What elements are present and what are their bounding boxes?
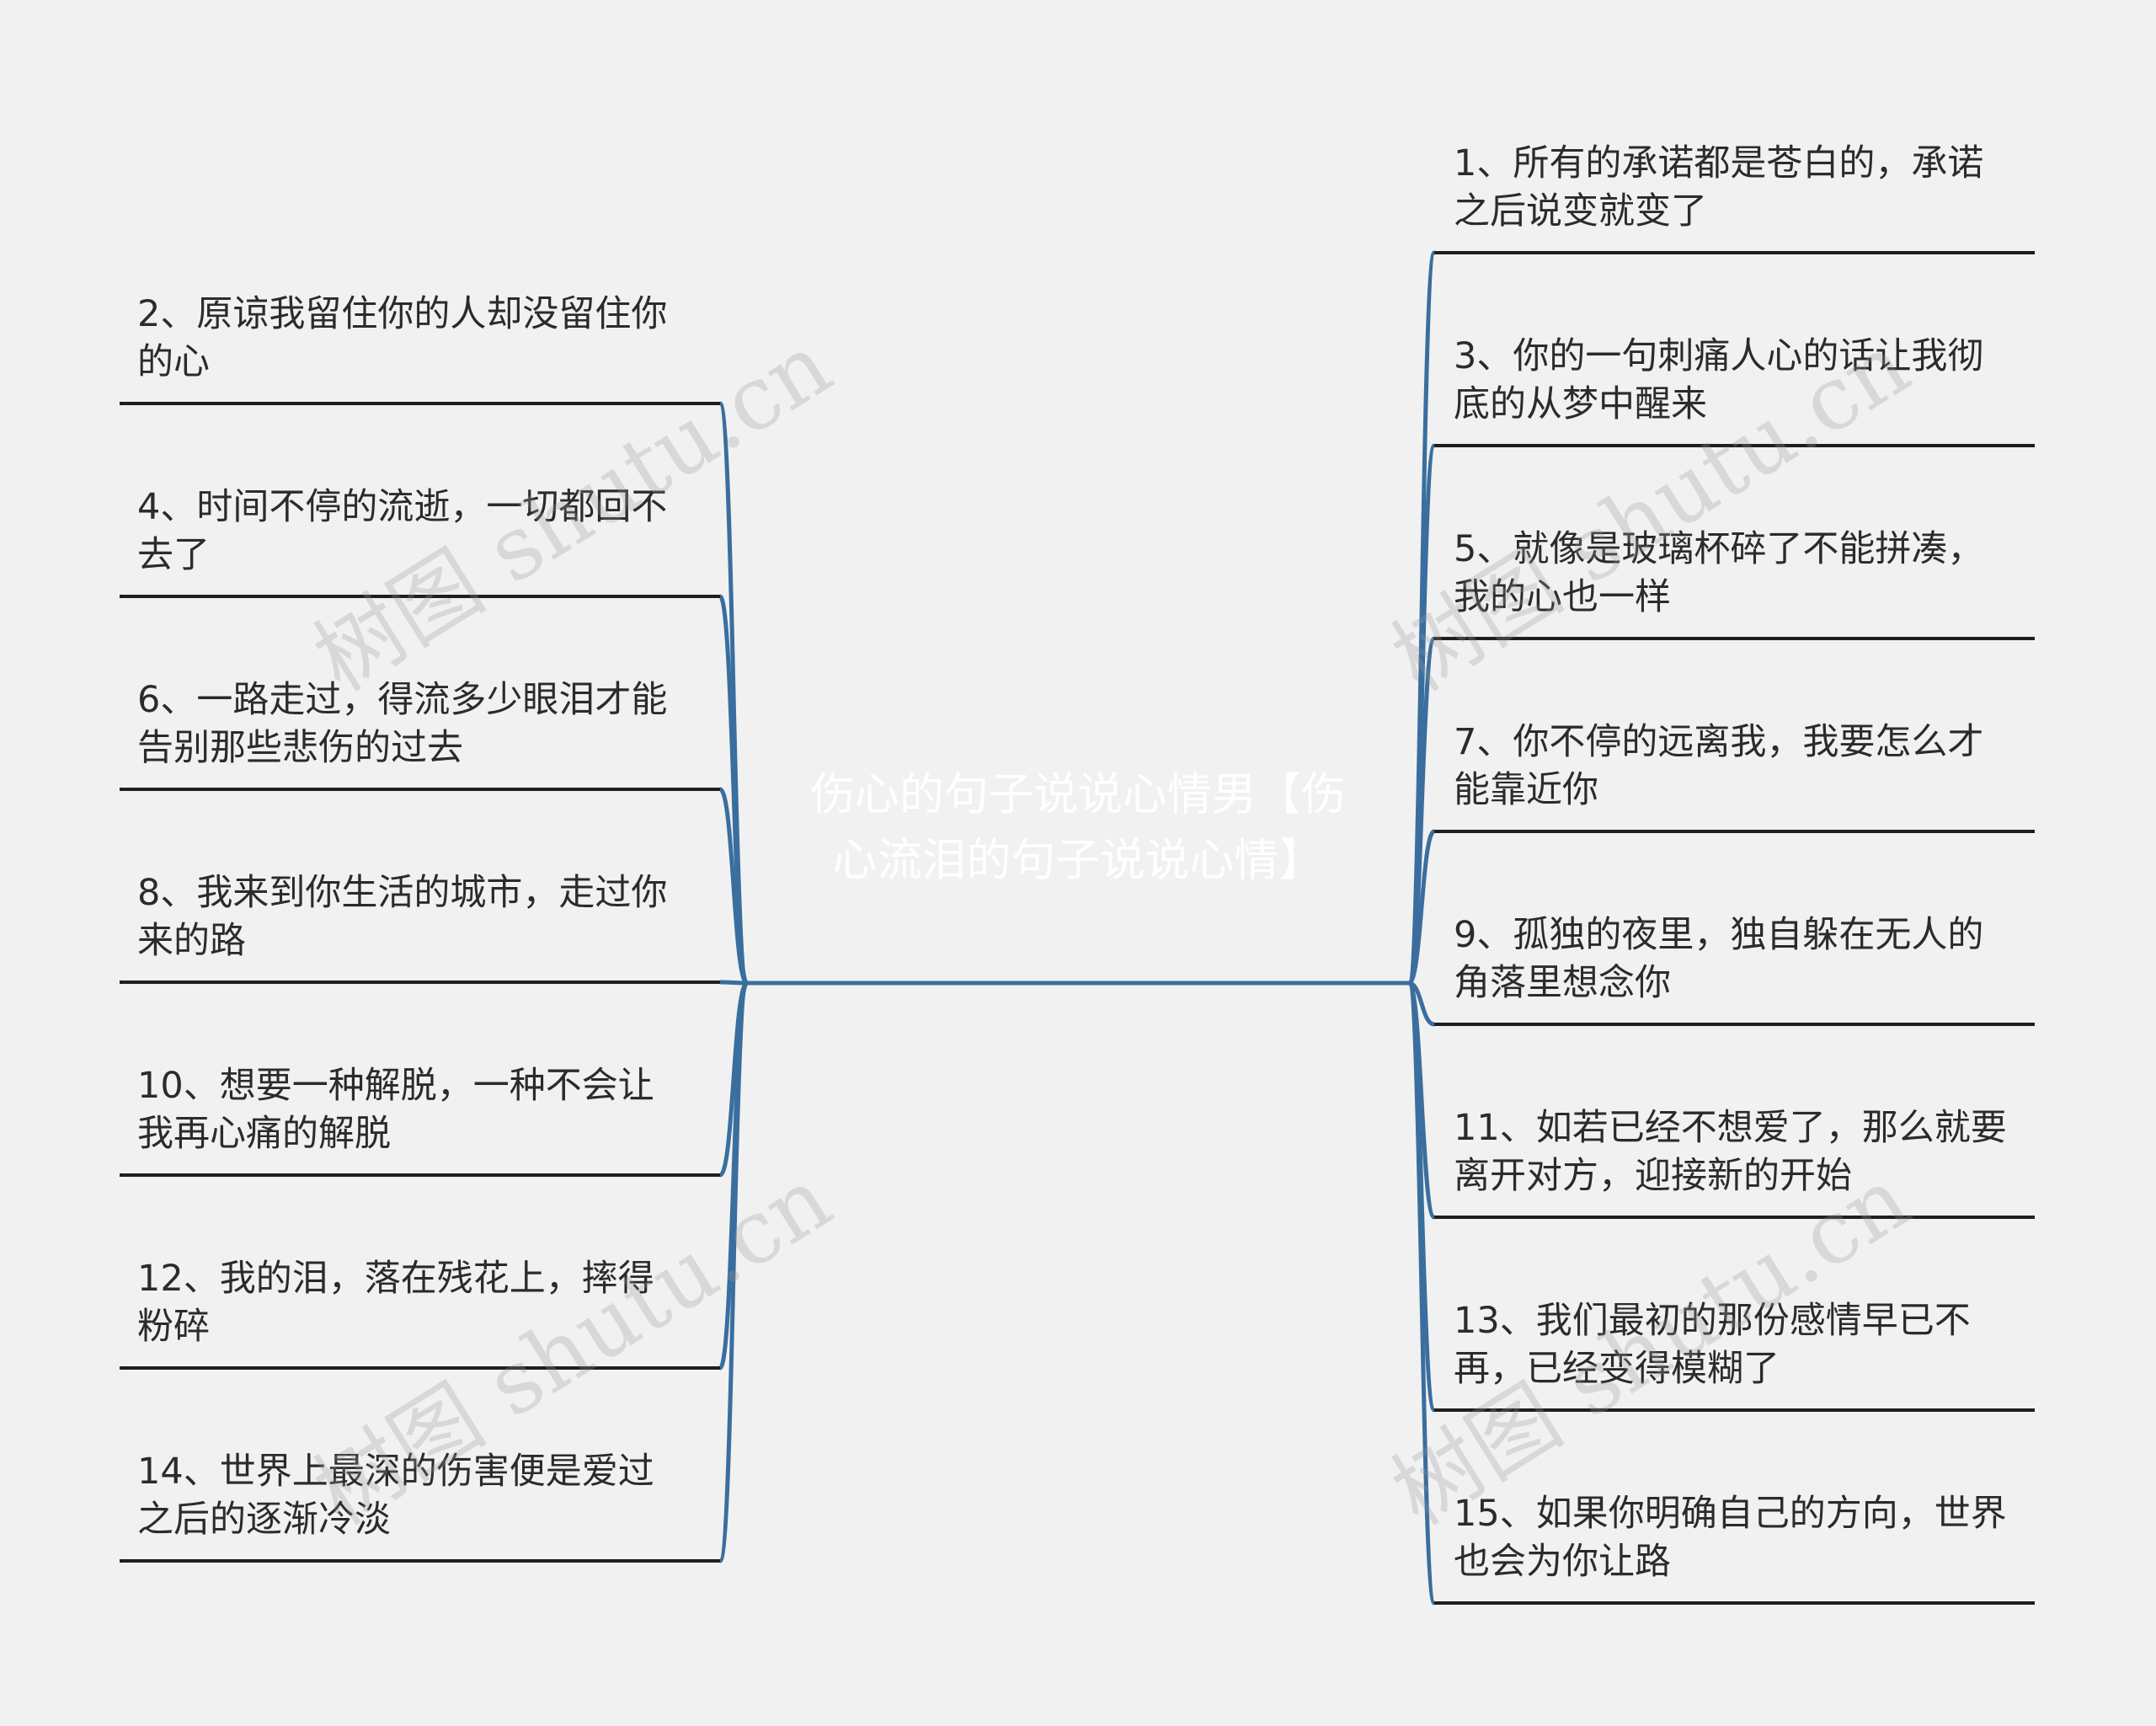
- right-topic-4[interactable]: 7、你不停的远离我，我要怎么才能靠近你: [1454, 721, 1984, 811]
- left-topic-underline: [120, 1559, 720, 1563]
- right-connector-8: [1406, 981, 1437, 1606]
- left-connector-7: [718, 981, 750, 1563]
- left-topic-6[interactable]: 12、我的泪，落在残花上，摔得粉碎: [137, 1258, 654, 1348]
- right-topic-underline: [1434, 1601, 2035, 1605]
- left-connector-3: [718, 787, 750, 986]
- right-topic-underline: [1434, 830, 2035, 833]
- right-topic-3[interactable]: 5、就像是玻璃杯碎了不能拼凑，我的心也一样: [1454, 528, 1984, 618]
- left-topic-underline: [120, 788, 720, 791]
- right-topic-underline: [1434, 1216, 2035, 1219]
- right-topic-underline: [1434, 444, 2035, 447]
- right-topic-2[interactable]: 3、你的一句刺痛人心的话让我彻底的从梦中醒来: [1454, 335, 1984, 425]
- right-topic-5[interactable]: 9、孤独的夜里，独自躲在无人的角落里想念你: [1454, 914, 1984, 1004]
- left-topic-underline: [120, 595, 720, 598]
- right-topic-underline: [1434, 637, 2035, 640]
- right-topic-underline: [1434, 251, 2035, 254]
- left-topic-5[interactable]: 10、想要一种解脱，一种不会让我再心痛的解脱: [137, 1065, 654, 1155]
- right-connector-1: [1406, 250, 1437, 986]
- left-topic-3[interactable]: 6、一路走过，得流多少眼泪才能告别那些悲伤的过去: [137, 679, 668, 769]
- left-connector-4: [719, 980, 748, 986]
- right-topic-7[interactable]: 13、我们最初的那份感情早已不再，已经变得模糊了: [1454, 1300, 1971, 1390]
- right-topic-6[interactable]: 11、如若已经不想爱了，那么就要离开对方，迎接新的开始: [1454, 1107, 2007, 1197]
- left-topic-underline: [120, 402, 720, 405]
- left-topic-underline: [120, 981, 720, 984]
- left-topic-underline: [120, 1366, 720, 1370]
- left-topic-4[interactable]: 8、我来到你生活的城市，走过你来的路: [137, 872, 668, 962]
- right-topic-underline: [1434, 1408, 2035, 1412]
- left-topic-underline: [120, 1173, 720, 1177]
- right-connector-4: [1406, 829, 1437, 986]
- left-topic-2[interactable]: 4、时间不停的流逝，一切都回不去了: [137, 486, 668, 576]
- right-topic-1[interactable]: 1、所有的承诺都是苍白的，承诺之后说变就变了: [1454, 142, 1984, 232]
- right-topic-8[interactable]: 15、如果你明确自己的方向，世界也会为你让路: [1454, 1493, 2007, 1583]
- right-topic-underline: [1434, 1023, 2035, 1026]
- left-topic-1[interactable]: 2、原谅我留住你的人却没留住你的心: [137, 293, 668, 383]
- central-topic[interactable]: 伤心的句子说说心情男【伤心流泪的句子说说心情】: [810, 769, 1346, 886]
- left-topic-7[interactable]: 14、世界上最深的伤害便是爱过之后的逐渐冷淡: [137, 1451, 654, 1541]
